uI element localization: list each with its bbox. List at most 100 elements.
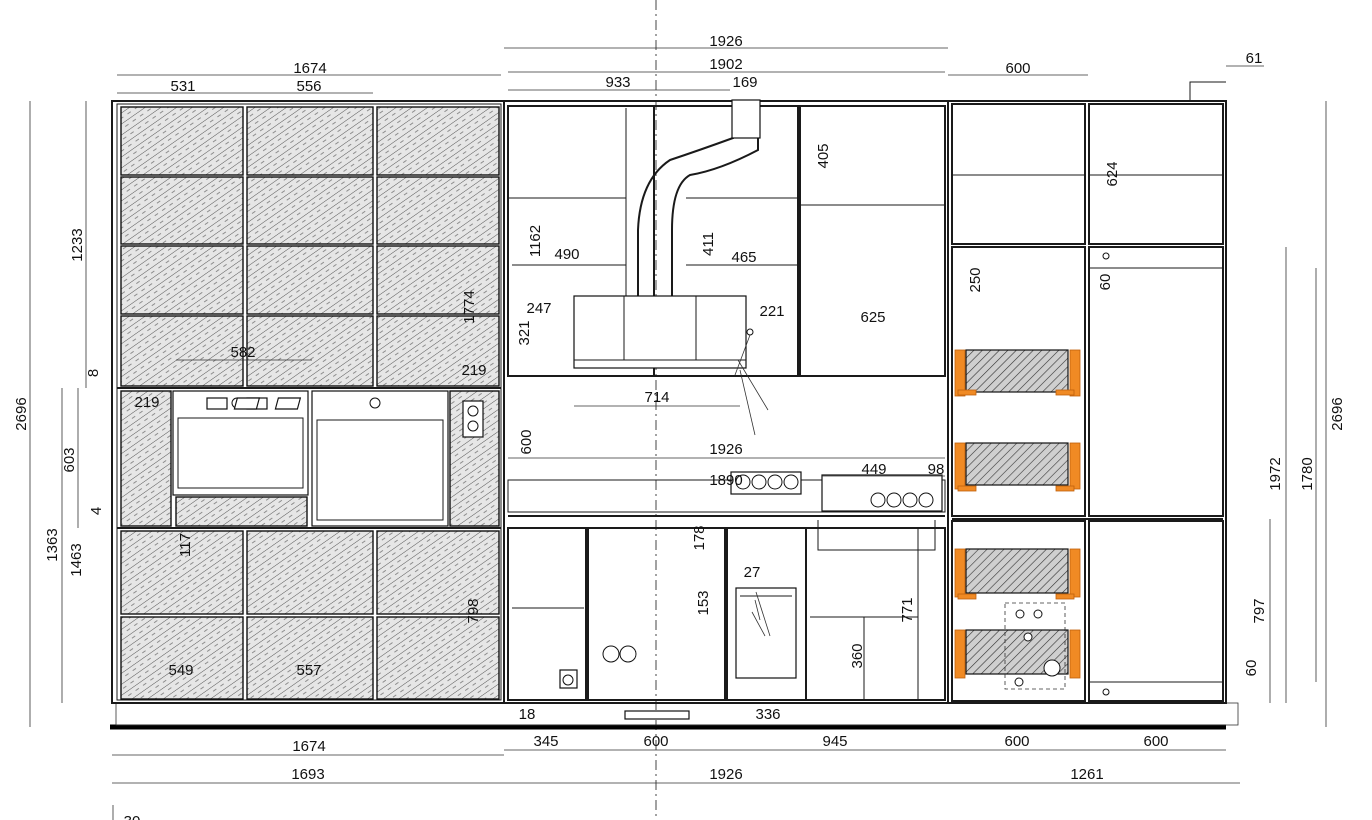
dim-label: 61 bbox=[1246, 50, 1263, 67]
dim-label: 945 bbox=[822, 733, 847, 750]
dim-label: 465 bbox=[731, 249, 756, 266]
dim-label: 1926 bbox=[709, 441, 742, 458]
dim-label: 60 bbox=[1097, 274, 1114, 291]
dim-label: 1693 bbox=[291, 766, 324, 783]
lower-panel bbox=[120, 530, 244, 615]
dim-label: 1674 bbox=[293, 60, 326, 77]
dim-label: 153 bbox=[695, 590, 712, 615]
fridge-upper bbox=[1088, 246, 1224, 517]
dim-label: 449 bbox=[861, 461, 886, 478]
upper-cab-col1 bbox=[951, 103, 1086, 245]
oven-right-knob bbox=[369, 397, 381, 409]
dim-label: 600 bbox=[1004, 733, 1029, 750]
dim-label: 556 bbox=[296, 78, 321, 95]
lower-panel bbox=[120, 616, 244, 700]
right-block-outline bbox=[947, 100, 1227, 704]
dim-label: 798 bbox=[465, 598, 482, 623]
base-cabinet-narrow bbox=[507, 527, 587, 701]
internal-drawer bbox=[954, 548, 1081, 600]
dim-label: 1774 bbox=[461, 290, 478, 323]
hood-lamp bbox=[746, 328, 754, 336]
fridge-lower bbox=[1088, 520, 1224, 702]
dim-label: 169 bbox=[732, 74, 757, 91]
dim-label: 582 bbox=[230, 344, 255, 361]
range-hood bbox=[573, 295, 747, 369]
dim-label: 600 bbox=[518, 429, 535, 454]
dim-label: 1890 bbox=[709, 472, 742, 489]
dim-label: 600 bbox=[1143, 733, 1168, 750]
dim-label: 1902 bbox=[709, 56, 742, 73]
upper-panel bbox=[246, 106, 374, 176]
dim-label: 1972 bbox=[1267, 457, 1284, 490]
dim-label: 221 bbox=[759, 303, 784, 320]
upper-panel bbox=[246, 176, 374, 245]
dim-label: 321 bbox=[516, 320, 533, 345]
dim-label: 2696 bbox=[13, 397, 30, 430]
dim-label: 771 bbox=[899, 597, 916, 622]
countertop-edge bbox=[507, 479, 946, 513]
dishwasher bbox=[587, 527, 726, 701]
dim-label: 1674 bbox=[292, 738, 325, 755]
dim-label: 625 bbox=[860, 309, 885, 326]
dim-label: 345 bbox=[533, 733, 558, 750]
dim-label: 60 bbox=[1243, 660, 1260, 677]
dim-label: 490 bbox=[554, 246, 579, 263]
upper-panel bbox=[120, 106, 244, 176]
appliance-outline bbox=[1004, 602, 1066, 690]
dim-label: 117 bbox=[177, 533, 194, 557]
dim-label: 1162 bbox=[527, 225, 544, 257]
lower-panel bbox=[376, 530, 500, 615]
upper-panel bbox=[120, 245, 244, 315]
left-block-inner bbox=[116, 103, 502, 701]
dim-label: 624 bbox=[1104, 161, 1121, 186]
upper-panel bbox=[246, 245, 374, 315]
dim-label: 1233 bbox=[69, 228, 86, 261]
dim-label: 219 bbox=[461, 362, 486, 379]
lower-panel bbox=[376, 616, 500, 700]
dim-label: 18 bbox=[519, 706, 536, 723]
oven-left-display bbox=[206, 397, 228, 410]
dim-label: 1261 bbox=[1070, 766, 1103, 783]
dim-label: 600 bbox=[643, 733, 668, 750]
dim-label: 714 bbox=[644, 389, 669, 406]
upper-cab-col2 bbox=[1088, 103, 1224, 245]
left-tall-cabinet-block bbox=[111, 100, 505, 704]
dim-label: 600 bbox=[1005, 60, 1030, 77]
dim-label: 360 bbox=[849, 643, 866, 668]
dim-label: 30 bbox=[124, 813, 141, 820]
hood-duct-flange bbox=[731, 99, 761, 139]
dim-label: 1463 bbox=[68, 543, 85, 576]
dim-label: 1926 bbox=[709, 33, 742, 50]
upper-panel bbox=[376, 106, 500, 176]
upper-panel bbox=[376, 176, 500, 245]
dim-label: 27 bbox=[744, 564, 761, 581]
right-tall-cabinet-block bbox=[947, 81, 1227, 704]
internal-drawer bbox=[954, 629, 1081, 679]
dim-label: 4 bbox=[88, 507, 105, 515]
dim-label: 8 bbox=[85, 369, 102, 377]
lower-panel bbox=[246, 616, 374, 700]
dim-label: 178 bbox=[691, 525, 708, 550]
center-cooking-zone bbox=[503, 99, 949, 720]
dim-label: 549 bbox=[168, 662, 193, 679]
dim-label: 98 bbox=[928, 461, 945, 478]
dim-label: 219 bbox=[134, 394, 159, 411]
dim-label: 336 bbox=[755, 706, 780, 723]
pantry-upper bbox=[951, 246, 1086, 517]
dim-label: 405 bbox=[815, 143, 832, 168]
dim-label: 531 bbox=[170, 78, 195, 95]
upper-panel bbox=[246, 315, 374, 387]
dim-label: 603 bbox=[61, 447, 78, 472]
oven-side-panel-left bbox=[120, 390, 172, 527]
dimension-lines bbox=[29, 47, 1327, 820]
dimension-labels: 1926 1902 1674 531 556 933 169 600 61 26… bbox=[13, 33, 1346, 820]
internal-drawer bbox=[954, 442, 1081, 492]
dim-label: 933 bbox=[605, 74, 630, 91]
sink-base-cabinet bbox=[805, 527, 946, 701]
dim-label: 1780 bbox=[1299, 457, 1316, 490]
dim-label: 2696 bbox=[1329, 397, 1346, 430]
dim-label: 1363 bbox=[44, 528, 61, 561]
waste-bin bbox=[735, 587, 797, 679]
upper-panel bbox=[120, 176, 244, 245]
